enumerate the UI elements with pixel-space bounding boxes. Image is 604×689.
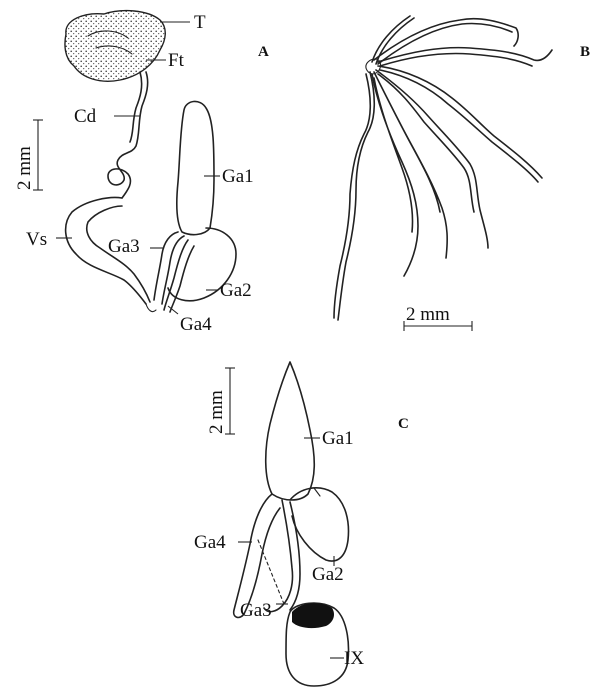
panel-a: A T Ft Cd Vs Ga1 Ga3 Ga2 Ga4 — [14, 11, 269, 335]
label-c-ga3: Ga3 — [240, 600, 272, 621]
panel-c: C Ga1 Ga4 Ga2 Ga3 IX 2 mm — [194, 362, 409, 686]
label-c-ix: IX — [344, 648, 364, 669]
scale-bar-b-label: 2 mm — [406, 304, 450, 325]
ix-dark-plate — [292, 603, 334, 628]
label-ga4: Ga4 — [180, 314, 212, 335]
accessory-gland-tubules — [334, 16, 552, 320]
leader-ga4 — [168, 306, 178, 314]
label-c-ga1: Ga1 — [322, 428, 354, 449]
scale-bar-a-label: 2 mm — [14, 146, 35, 190]
panel-c-letter: C — [398, 416, 409, 432]
gonapophysis-3-c — [264, 500, 300, 612]
label-ga3: Ga3 — [108, 236, 140, 257]
gonapophysis-4-c — [234, 494, 280, 617]
ductus-tube — [108, 72, 148, 198]
panel-b: B 2 mm — [334, 16, 590, 331]
label-testis: T — [194, 12, 206, 33]
panel-a-letter: A — [258, 44, 269, 60]
scale-bar-c-label: 2 mm — [206, 390, 227, 434]
testis-shape — [65, 11, 165, 82]
label-ft: Ft — [168, 50, 185, 71]
gonapophysis-1 — [177, 101, 214, 234]
gonapophysis-2-c-line — [314, 488, 320, 496]
label-ga2: Ga2 — [220, 280, 252, 301]
label-c-ga2: Ga2 — [312, 564, 344, 585]
gonapophysis-1-c — [266, 362, 315, 500]
label-ga1: Ga1 — [222, 166, 254, 187]
label-cd: Cd — [74, 106, 97, 127]
gonapophysis-4-tip — [146, 304, 156, 312]
panel-b-letter: B — [580, 44, 590, 60]
gonapophysis-4-c-dashed — [258, 540, 284, 604]
label-c-ga4: Ga4 — [194, 532, 226, 553]
label-vs: Vs — [26, 229, 47, 250]
